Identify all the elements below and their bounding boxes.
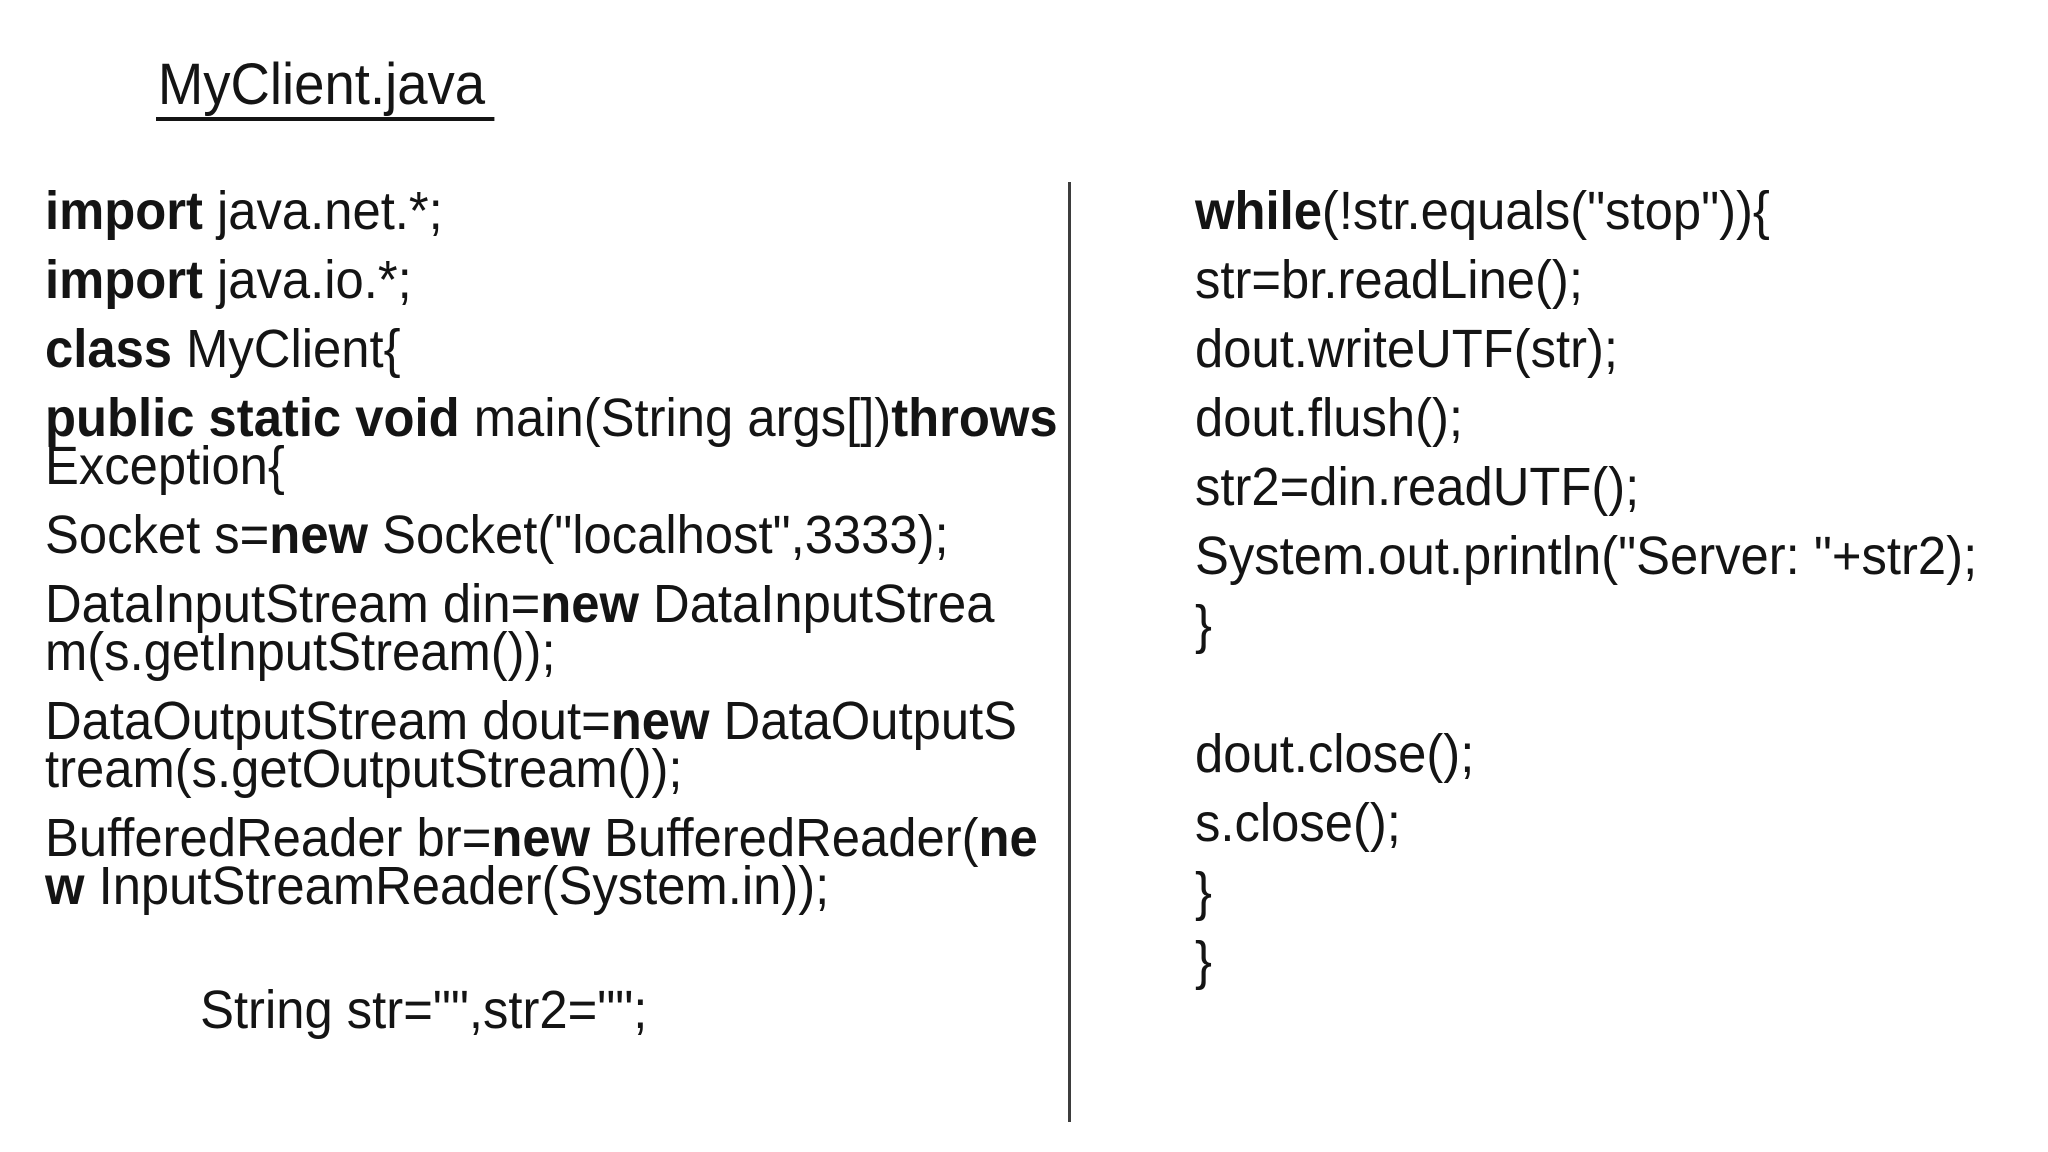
code-text: str=br.readLine();	[1195, 250, 1583, 310]
code-text: java.io.*;	[217, 250, 412, 310]
code-text: s.close();	[1195, 793, 1401, 853]
code-text: DataOutputStream dout=	[45, 691, 611, 751]
keyword-text: import	[45, 250, 218, 310]
code-line: s.close();	[1195, 796, 2048, 850]
code-text: DataInputStrea	[653, 574, 995, 634]
keyword-text: new	[610, 691, 724, 751]
code-line: String str="",str2="";	[45, 983, 1173, 1037]
code-line: dout.writeUTF(str);	[1195, 322, 2048, 376]
code-line: w InputStreamReader(System.in));	[45, 859, 1173, 913]
code-text: }	[1195, 931, 1212, 991]
keyword-text: new	[491, 808, 605, 868]
keyword-text: while	[1195, 181, 1322, 241]
code-line: Socket s=new Socket("localhost",3333);	[45, 508, 1173, 562]
code-text: }	[1195, 862, 1212, 922]
code-line: public static void main(String args[])th…	[45, 391, 1173, 445]
keyword-text: w	[45, 856, 99, 916]
keyword-text: ne	[978, 808, 1038, 868]
code-text: dout.close();	[1195, 724, 1475, 784]
code-text: Socket("localhost",3333);	[382, 505, 949, 565]
code-line: }	[1195, 598, 2048, 652]
keyword-text: throws	[891, 388, 1058, 448]
code-text: java.net.*;	[217, 181, 443, 241]
code-text: BufferedReader br=	[45, 808, 492, 868]
code-line: dout.close();	[1195, 727, 2048, 781]
code-line: m(s.getInputStream());	[45, 625, 1173, 679]
code-line: str=br.readLine();	[1195, 253, 2048, 307]
code-text: tream(s.getOutputStream());	[45, 739, 683, 799]
code-text: DataInputStream din=	[45, 574, 541, 634]
code-line: DataOutputStream dout=new DataOutputS	[45, 694, 1173, 748]
code-line: class MyClient{	[45, 322, 1173, 376]
code-text: DataOutputS	[723, 691, 1018, 751]
code-text: System.out.println("Server: "+str2);	[1195, 526, 1978, 586]
slide-title-wrap: MyClient.java	[156, 56, 495, 121]
code-line: tream(s.getOutputStream());	[45, 742, 1173, 796]
column-divider-line	[1068, 182, 1071, 1122]
code-text: main(String args[])	[473, 388, 892, 448]
code-line: while(!str.equals("stop")){	[1195, 184, 2048, 238]
code-text: str2=din.readUTF();	[1195, 457, 1640, 517]
code-line: Exception{	[45, 439, 1173, 493]
code-text: m(s.getInputStream());	[45, 622, 556, 682]
code-line: dout.flush();	[1195, 391, 2048, 445]
code-text: dout.writeUTF(str);	[1195, 319, 1619, 379]
right-code-column: while(!str.equals("stop")){ str=br.readLi…	[1195, 166, 2048, 988]
blank-line	[45, 910, 1173, 965]
code-text: InputStreamReader(System.in));	[98, 856, 830, 916]
keyword-text: new	[269, 505, 383, 565]
slide-title: MyClient.java	[156, 56, 495, 121]
keyword-text: public static void	[45, 388, 474, 448]
code-line: import java.io.*;	[45, 253, 1173, 307]
keyword-text: new	[540, 574, 654, 634]
code-line: import java.net.*;	[45, 184, 1173, 238]
code-text: String str="",str2="";	[200, 980, 648, 1040]
code-text: BufferedReader(	[604, 808, 979, 868]
code-line: System.out.println("Server: "+str2);	[1195, 529, 2048, 583]
keyword-text: class	[45, 319, 187, 379]
code-text: dout.flush();	[1195, 388, 1464, 448]
keyword-text: import	[45, 181, 218, 241]
code-text: }	[1195, 595, 1212, 655]
blank-line	[1195, 649, 2048, 709]
code-text: (!str.equals("stop")){	[1321, 181, 1770, 241]
code-text: Socket s=	[45, 505, 270, 565]
code-line: str2=din.readUTF();	[1195, 460, 2048, 514]
code-line: }	[1195, 865, 2048, 919]
code-line: }	[1195, 934, 2048, 988]
code-line: BufferedReader br=new BufferedReader(ne	[45, 811, 1173, 865]
code-line: DataInputStream din=new DataInputStrea	[45, 577, 1173, 631]
code-text: Exception{	[45, 436, 285, 496]
left-code-column: import java.net.*;import java.io.*;class…	[45, 166, 1173, 1037]
code-text: MyClient{	[186, 319, 401, 379]
